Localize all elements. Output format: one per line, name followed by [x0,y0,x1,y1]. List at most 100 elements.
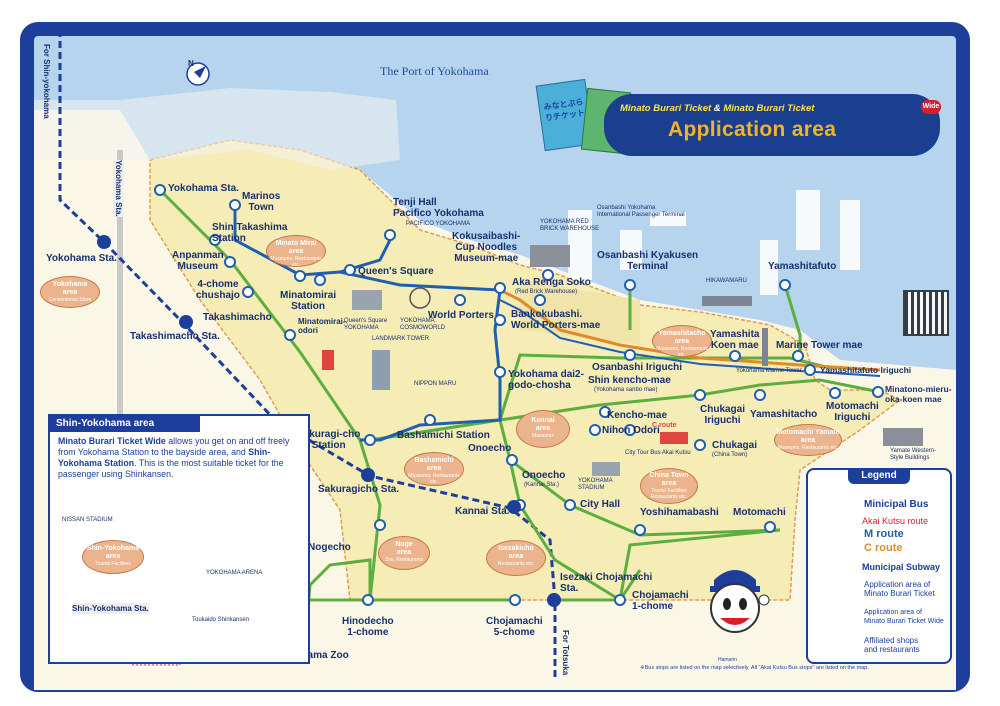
stop-hinodecho: Hinodecho 1-chome [342,616,394,638]
landmark-arena: YOKOHAMA ARENA [206,570,263,576]
area-kannai-sub: Museums [532,433,554,439]
area-isezakicho-sub: Restaurants etc. [497,561,535,567]
stop-bankokubashi: Bankokubashi. World Porters-mae [511,309,601,331]
shin-yokohama-inset: Shin-Yokohama area Minato Burari Ticket … [48,414,310,664]
c-route-sign: C route [652,422,677,429]
area-shin-yokohama-sub: Tourist Facilities [95,561,131,567]
inset-desc-b2: Shin-Yokohama Station [58,447,271,468]
yokohama-sta-vertical-label: Yokohama Sta. [113,160,124,217]
stop-chukagai: Chukagai [712,440,758,451]
stop-nihon-odori: Nihon Odori [602,425,660,436]
landmark-city-tour-bus: City Tour Bus Akai Kutsu [625,450,691,456]
for-totsuka-label: For Totsuka [561,630,570,676]
stop-yamashitafuto: Yamashitafuto [768,261,837,272]
area-bashamichi-sub: Museums, Restaurants etc. [408,473,460,485]
stop-yoshihamabashi: Yoshihamabashi [640,507,719,518]
stop-city-hall: City Hall [580,499,621,510]
stop-motomachi-iriguchi: Motomachi Iriguchi [826,401,879,423]
banner-ticket1: Minato Burari Ticket [620,103,712,114]
ticket-jp-text: みなとぶらりチケット [543,97,586,123]
area-yokohama-name: Yokohama area [52,281,88,296]
inset-title: Shin-Yokohama area [50,416,200,432]
m-route-line-2 [499,299,881,377]
area-noge-name: Noge area [395,541,413,556]
qr-code[interactable] [903,290,949,336]
stop-osanbashi-kyakusen: Osanbashi Kyakusen Terminal [597,250,699,272]
stop-yamashitacho: Yamashitacho [750,409,818,420]
landmark-tokaido: Toukaido Shinkansen [192,617,250,623]
landmark-stadium: YOKOHAMA STADIUM [578,478,613,491]
stop-aka-renga-sub: (Red Brick Warehouse) [515,289,578,295]
stop-takashimacho-sta: Takashimacho Sta. [130,331,220,342]
piers [568,190,860,295]
stop-shin-takashima: Shin Takashima Station [212,222,288,244]
stop-marinos-town: Marinos Town [242,191,281,213]
landmark-cosmoworld: YOKOHAMA COSMOWORLD [400,318,445,331]
subway-stations [97,235,561,607]
stop-minatomirai-station: Minatomirai Station [280,290,337,312]
stop-nogecho: Nogecho [308,542,351,553]
stop-nogeyama: Nogeyama Zoo [277,650,349,661]
upper-land [34,88,400,170]
stop-shin-kencho: Shin kencho-mae [588,375,671,386]
stop-minatomirai-odori: Minatomirai- odori [298,317,346,335]
banner-title: Application area [668,118,837,141]
stop-yamashitafuto-iriguchi: Yamashitafuto Iriguchi [820,365,912,375]
inset-desc-b1: Minato Burari Ticket Wide [58,436,166,446]
stop-yokohama-sta: Yokohama Sta. [168,183,239,194]
stop-yokohama-sta-left: Yokohama Sta. [46,253,117,264]
area-yokohama-sub: Convenience Store [48,297,92,303]
stop-yamashita-koen: Yamashita Koen mae [710,329,760,351]
stop-tenji-hall: Tenji Hall Pacifico Yokohama [393,197,484,219]
area-china-town-sub: Tourist Facilities Restaurants etc. [650,488,688,500]
legend-affiliated: Affiliated shops and restaurants [864,636,920,654]
stop-bashamichi-station: Bashamichi Station [397,430,490,441]
legend-app-area: Application area of Minato Burari Ticket [864,580,935,598]
legend-akai-kutsu: Akai Kutsu route [862,516,929,526]
inset-desc-1: allows you get on and off freely from Yo… [58,436,290,457]
stop-motomachi: Motomachi [733,507,786,518]
area-isezakicho-name: Isezakicho area [498,545,534,560]
stop-chojamachi1: Chojamachi 1-chome [632,590,689,612]
stop-onoecho: Onoecho [468,443,512,454]
stop-minatonomieru: Minatono-mieru- oka-koen mae [885,384,952,404]
landmark-icons [322,245,923,476]
stop-osanbashi-iriguchi: Osanbashi Iriguchi [592,362,683,373]
stop-queens-square: Queen's Square [358,266,434,277]
stop-onoecho2-sub: (Kannai Sta.) [524,482,560,488]
landmark-marine-tower: Yokohama Marine Tower [736,368,802,374]
footnote: ※Bus stops are listed on the map selecti… [640,665,869,671]
stop-chojamachi: Chojamachi 5-chome [486,616,543,638]
stop-isezaki: Isezaki Chojamachi Sta. [560,572,653,594]
stop-sakuragicho-station: Sakuragi-cho Station [297,429,361,451]
area-minato-mirai-name: Minato Mirai area [275,240,317,255]
area-shin-yokohama-name: Shin-Yokohama area [86,545,140,560]
mascot-credit: Hamarin [718,657,737,663]
legend-app-area-wide: Application area of Minato Burari Ticket… [864,609,944,625]
banner-ticket-names: Minato Burari Ticket & Minato Burari Tic… [620,103,814,114]
area-bashamichi-name: Bashamichi area [414,457,454,472]
area-noge-sub: Zoo, Restaurants [384,557,424,563]
stop-shin-kencho-sub: (Yokohama sanbo mae) [594,387,658,393]
area-motomachi-yamate-name: Motomachi Yamate area [776,429,840,444]
landmark-pacifico: PACIFICO YOKOHAMA [406,221,471,227]
area-china-town-name: China Town area [649,472,689,487]
stop-takashimacho: Takashimacho [203,312,272,323]
legend-c-route: C route [864,542,903,554]
stop-world-porters: World Porters [428,310,494,321]
banner-amp: & [713,103,721,114]
stop-chukagai-sub: (China Town) [712,452,748,458]
stop-chukagai-iriguchi: Chukagai Iriguchi [700,404,746,426]
landmark-tower: LANDMARK TOWER [372,336,430,342]
stop-sakuragicho-sta: Sakuragicho Sta. [318,484,400,495]
landmark-nippon-maru: NIPPON MARU [414,381,457,387]
